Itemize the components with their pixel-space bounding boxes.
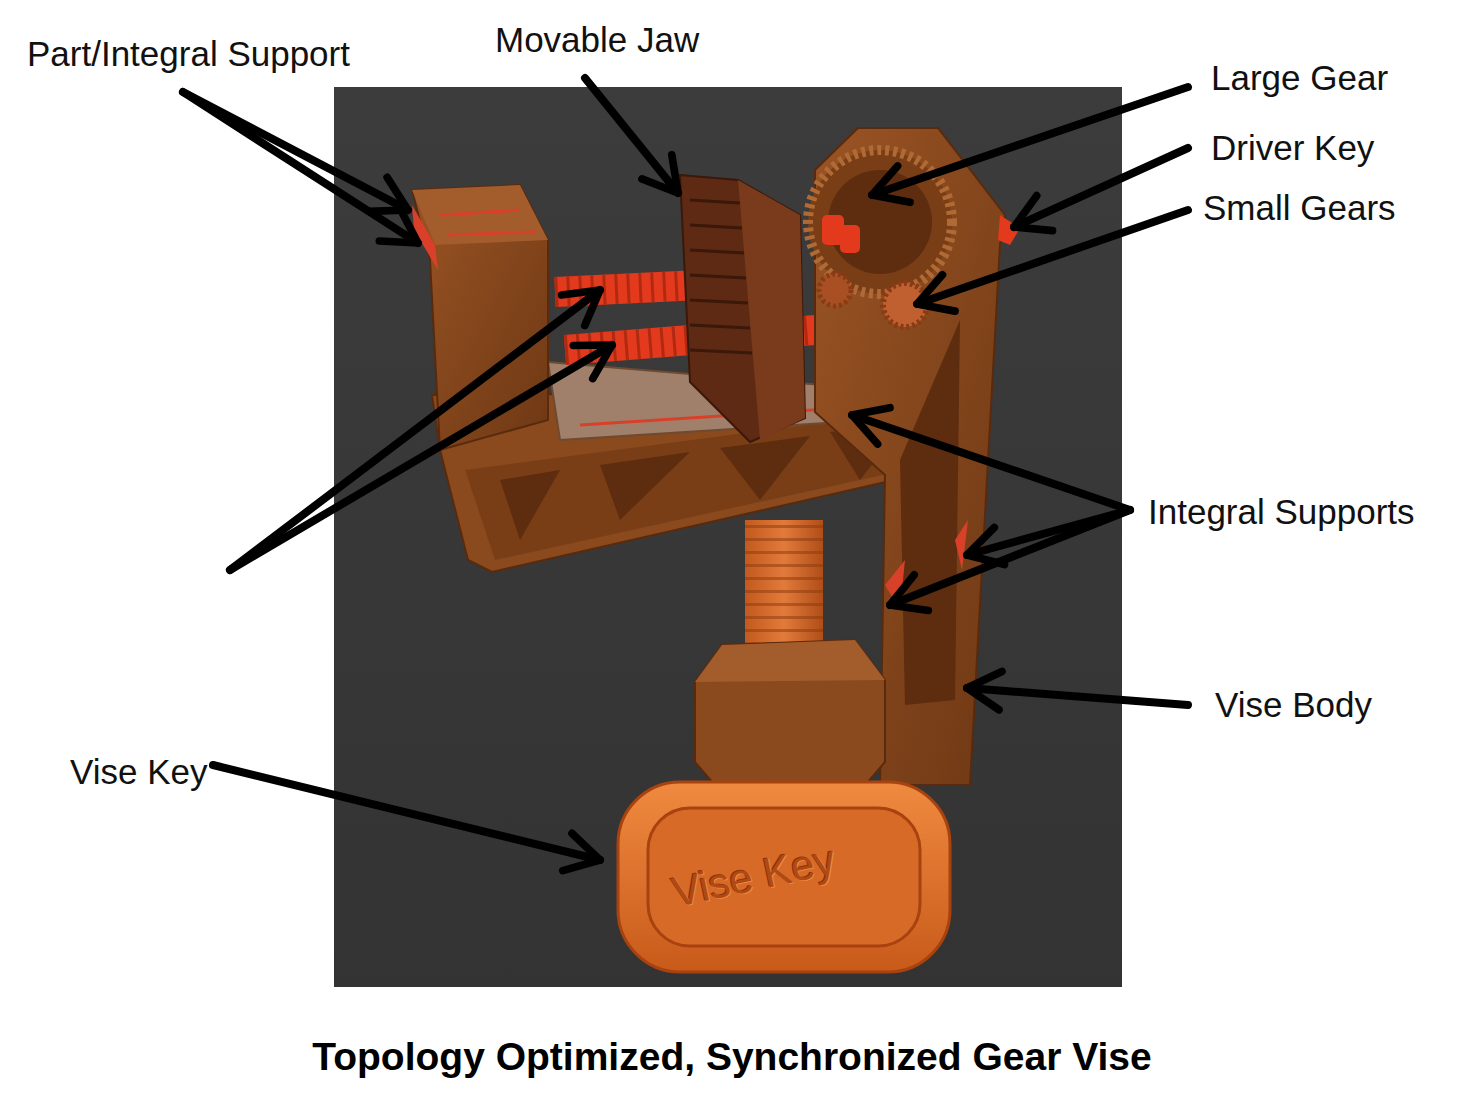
jaw-face bbox=[738, 180, 805, 440]
leader-arrow bbox=[917, 210, 1188, 304]
part-label: Small Gears bbox=[1203, 188, 1396, 228]
screw-thread bbox=[555, 285, 700, 292]
leader-arrow bbox=[230, 290, 600, 570]
fixed-support-block bbox=[412, 185, 548, 450]
left-upright bbox=[412, 185, 548, 450]
small-gear bbox=[819, 274, 851, 306]
vise-key-handle bbox=[618, 782, 950, 972]
leader-arrow bbox=[872, 87, 1188, 195]
part-label: Integral Supports bbox=[1148, 492, 1415, 532]
jaw-rib bbox=[690, 250, 744, 253]
clamp-assembly bbox=[618, 520, 950, 972]
leader-arrow bbox=[890, 510, 1130, 605]
left-upright-top bbox=[412, 185, 548, 245]
jaw-rib bbox=[690, 350, 752, 353]
integral-support-line bbox=[448, 232, 535, 235]
part-label: Movable Jaw bbox=[495, 20, 699, 60]
part-label: Part/Integral Support bbox=[27, 34, 350, 74]
jaw-rib bbox=[690, 275, 746, 278]
leader-arrow bbox=[967, 688, 1188, 705]
integral-support-red bbox=[955, 520, 968, 570]
clamp-nut-top bbox=[695, 640, 885, 682]
part-label: Large Gear bbox=[1211, 58, 1388, 98]
part-label: Vise Body bbox=[1215, 685, 1372, 725]
frame-cutout bbox=[500, 470, 560, 540]
leader-arrow bbox=[183, 92, 418, 243]
frame-cutout bbox=[600, 452, 690, 520]
clamp-nut bbox=[695, 640, 885, 797]
leader-arrow bbox=[213, 765, 600, 860]
leader-arrow bbox=[230, 345, 612, 570]
leader-arrow bbox=[852, 415, 1130, 510]
lead-screw bbox=[555, 285, 700, 292]
vise-key-inset bbox=[648, 808, 920, 946]
part-label: Driver Key bbox=[1211, 128, 1374, 168]
body-cutout bbox=[900, 320, 960, 705]
leader-arrow bbox=[585, 78, 678, 193]
part-label: Vise Key bbox=[70, 752, 208, 792]
jaw-rib bbox=[690, 325, 750, 328]
jaw-rib bbox=[690, 200, 740, 203]
jaw-rib bbox=[690, 225, 742, 228]
gear-pin bbox=[840, 225, 860, 253]
leader-arrows bbox=[183, 78, 1188, 860]
jaw-rib bbox=[690, 300, 748, 303]
diagram-title: Topology Optimized, Synchronized Gear Vi… bbox=[0, 1034, 1464, 1080]
jaw-body bbox=[680, 175, 805, 442]
integral-support-line bbox=[440, 210, 520, 215]
movable-jaw bbox=[680, 175, 805, 442]
render-background bbox=[334, 87, 1122, 987]
frame-cutout bbox=[720, 436, 810, 500]
